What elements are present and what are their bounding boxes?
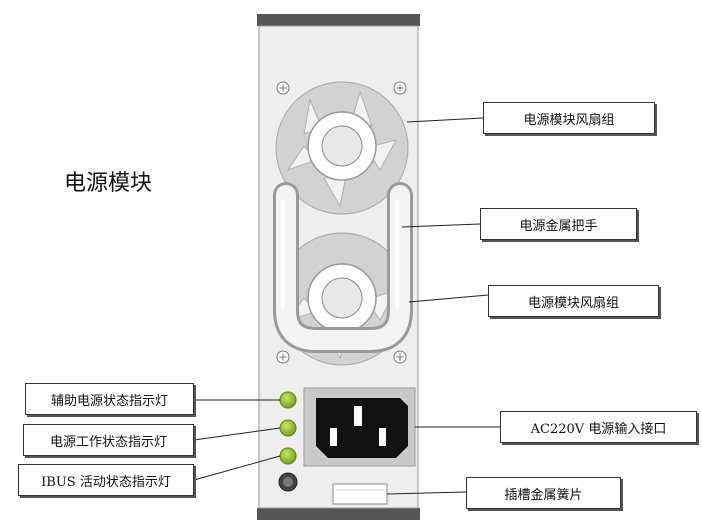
screw-icon — [276, 350, 290, 364]
metal-handle — [273, 182, 413, 353]
label-ibus-led: IBUS 活动状态指示灯 — [18, 464, 194, 496]
label-slot-spring: 插槽金属簧片 — [466, 477, 621, 509]
ibus-activity-led — [279, 447, 297, 465]
screw-icons — [276, 81, 407, 364]
slot-spring — [332, 483, 388, 505]
aux-power-led — [279, 391, 297, 409]
label-metal-handle: 电源金属把手 — [480, 208, 637, 240]
label-ac-port: AC220V 电源输入接口 — [500, 411, 697, 443]
screw-icon — [393, 350, 407, 364]
label-fan-bottom: 电源模块风扇组 — [488, 285, 659, 317]
page-title: 电源模块 — [64, 171, 153, 196]
screw-icon — [276, 81, 290, 95]
leader-lines — [193, 117, 500, 495]
screw-icon — [393, 81, 407, 95]
fan-top — [275, 81, 409, 215]
work-status-led — [279, 419, 297, 437]
label-fan-top: 电源模块风扇组 — [483, 102, 655, 134]
label-aux-power-led: 辅助电源状态指示灯 — [25, 383, 194, 415]
ac-inlet — [303, 387, 416, 467]
label-work-status-led: 电源工作状态指示灯 — [23, 424, 194, 456]
